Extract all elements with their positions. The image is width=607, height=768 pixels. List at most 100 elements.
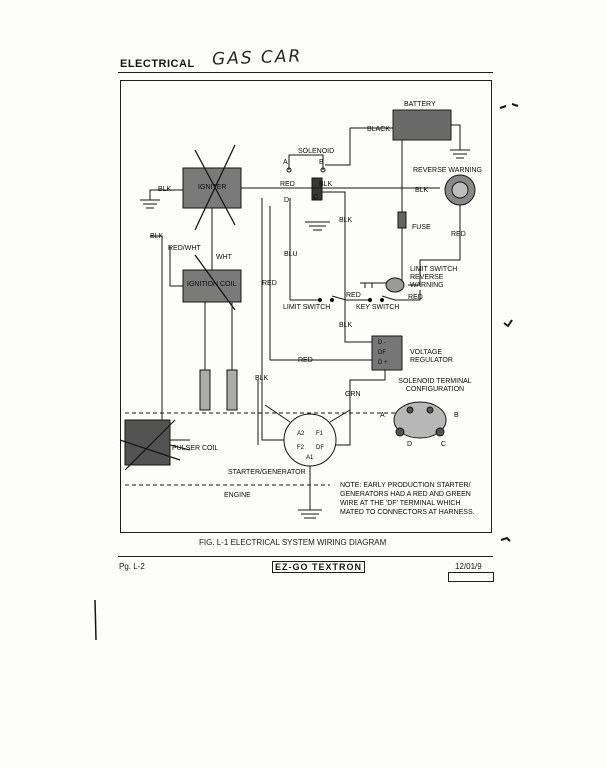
- red-wire-left: [261, 198, 285, 441]
- label-red-wht: RED/WHT: [168, 245, 201, 252]
- label-grn: GRN: [345, 391, 361, 398]
- footer-stamp-box: [448, 572, 494, 582]
- battery-ground-wire: [451, 124, 461, 150]
- red-wht-wire: [169, 246, 183, 287]
- label-df: DF: [378, 350, 386, 356]
- battery-ground-symbol: [450, 149, 470, 159]
- label-blk-down: BLK: [339, 217, 353, 224]
- label-a2: A2: [297, 431, 305, 437]
- header-rule: [118, 72, 493, 73]
- label-terminal-c: C: [313, 194, 319, 201]
- reverse-warning-red-wire: [419, 205, 461, 270]
- label-df-starter: DF: [316, 445, 324, 451]
- label-terminal-a: A: [283, 159, 288, 166]
- label-blk-regulator: BLK: [339, 322, 353, 329]
- limit-switch-reverse-wire: [408, 270, 421, 286]
- label-config-b: B: [454, 412, 459, 419]
- label-terminal-d: D: [284, 197, 290, 204]
- label-key-switch: KEY SWITCH: [356, 304, 400, 311]
- label-red-switch-right: RED: [408, 294, 423, 301]
- solenoid-blk-wire: [322, 191, 346, 320]
- igniter-ground-symbol: [140, 199, 160, 209]
- figure-caption: FIG. L-1 ELECTRICAL SYSTEM WIRING DIAGRA…: [199, 538, 387, 547]
- label-black-wire: BLACK: [367, 126, 390, 133]
- grn-wire: [335, 370, 386, 446]
- diagram-frame: [120, 80, 492, 533]
- spark-plug-2: [226, 369, 238, 411]
- label-pulser-coil: PULSER COIL: [172, 445, 219, 452]
- ignition-coil-box: [182, 269, 242, 303]
- footer-date: 12/01/9: [455, 562, 482, 571]
- igniter-blk-wire: [149, 189, 183, 200]
- engine-outline: [125, 412, 415, 486]
- label-reverse-warning: REVERSE WARNING: [413, 167, 482, 174]
- label-blk-left: BLK: [150, 233, 164, 240]
- label-f1: F1: [316, 431, 324, 437]
- diagram-note: NOTE: EARLY PRODUCTION STARTER/ GENERATO…: [340, 482, 475, 516]
- solenoid-upper-wire: [288, 154, 324, 170]
- regulator-blk-wire: [344, 320, 372, 343]
- label-solenoid: SOLENOID: [298, 148, 335, 155]
- solenoid-ground-symbol: [305, 221, 330, 231]
- label-red-top: RED: [280, 181, 295, 188]
- black-wire: [325, 127, 393, 166]
- label-terminal-b: B: [319, 159, 324, 166]
- label-red-switch: RED: [346, 292, 361, 299]
- label-d-plus: D +: [378, 360, 388, 366]
- label-battery: BATTERY: [404, 101, 436, 108]
- pulser-coil-box: [124, 419, 171, 466]
- footer-rule: [118, 556, 493, 557]
- margin-mark-4: [94, 599, 97, 641]
- regulator-red-wire: [269, 206, 372, 361]
- label-starter-generator: STARTER/GENERATOR: [228, 469, 306, 476]
- switch-line: [290, 290, 421, 301]
- page-number: Pg. L-2: [119, 562, 145, 571]
- label-limit-switch-reverse: LIMIT SWITCH REVERSE WARNING: [410, 266, 458, 289]
- label-a1: A1: [306, 455, 314, 461]
- label-wht: WHT: [216, 254, 232, 261]
- label-config-c: C: [441, 441, 447, 448]
- label-blk-starter: BLK: [255, 375, 269, 382]
- label-engine: ENGINE: [224, 492, 251, 499]
- label-config-a: A: [380, 412, 385, 419]
- voltage-regulator-box: [371, 335, 403, 371]
- spark-plug-1: [199, 369, 211, 411]
- key-head: [385, 277, 405, 293]
- pulser-leads: [169, 439, 191, 451]
- label-d-minus: D -: [378, 340, 386, 346]
- battery-box: [392, 109, 452, 141]
- label-blu: BLU: [284, 251, 298, 258]
- label-red-mid: RED: [262, 280, 277, 287]
- blk-wire-left: [150, 235, 163, 420]
- label-limit-switch: LIMIT SWITCH: [283, 304, 331, 311]
- label-red-reverse: RED: [451, 231, 466, 238]
- igniter-cross: [194, 144, 236, 231]
- label-red-regulator: RED: [298, 357, 313, 364]
- label-blk-igniter: BLK: [158, 186, 172, 193]
- ignition-coil-cross: [194, 254, 236, 311]
- label-fuse: FUSE: [412, 224, 431, 231]
- starter-lower-wire: [264, 404, 351, 423]
- ezgo-logo: EZ-GO TEXTRON: [272, 561, 365, 573]
- igniter-box: [182, 167, 242, 209]
- key-shaft: [360, 282, 386, 288]
- solenoid-body: [311, 177, 323, 201]
- spark-plug-leads: [204, 302, 233, 370]
- engine-ground-symbol: [298, 509, 322, 519]
- margin-mark-2: [503, 319, 513, 328]
- section-title: ELECTRICAL: [120, 58, 195, 70]
- label-voltage-regulator: VOLTAGE REGULATOR: [410, 349, 453, 364]
- label-config-d: D: [407, 441, 413, 448]
- pulser-coil-scribble: [119, 419, 181, 471]
- fuse-body: [397, 211, 407, 229]
- label-igniter: IGNITER: [198, 184, 227, 191]
- margin-mark-3: [500, 536, 511, 542]
- label-blk-solenoid: BLK: [319, 181, 333, 188]
- label-blk-reverse: BLK: [415, 187, 429, 194]
- label-solenoid-terminal-config: SOLENOID TERMINAL CONFIGURATION: [398, 378, 472, 393]
- margin-mark-1: [499, 103, 519, 109]
- label-ignition-coil: IGNITION COIL: [187, 281, 237, 288]
- label-f2: F2: [297, 445, 305, 451]
